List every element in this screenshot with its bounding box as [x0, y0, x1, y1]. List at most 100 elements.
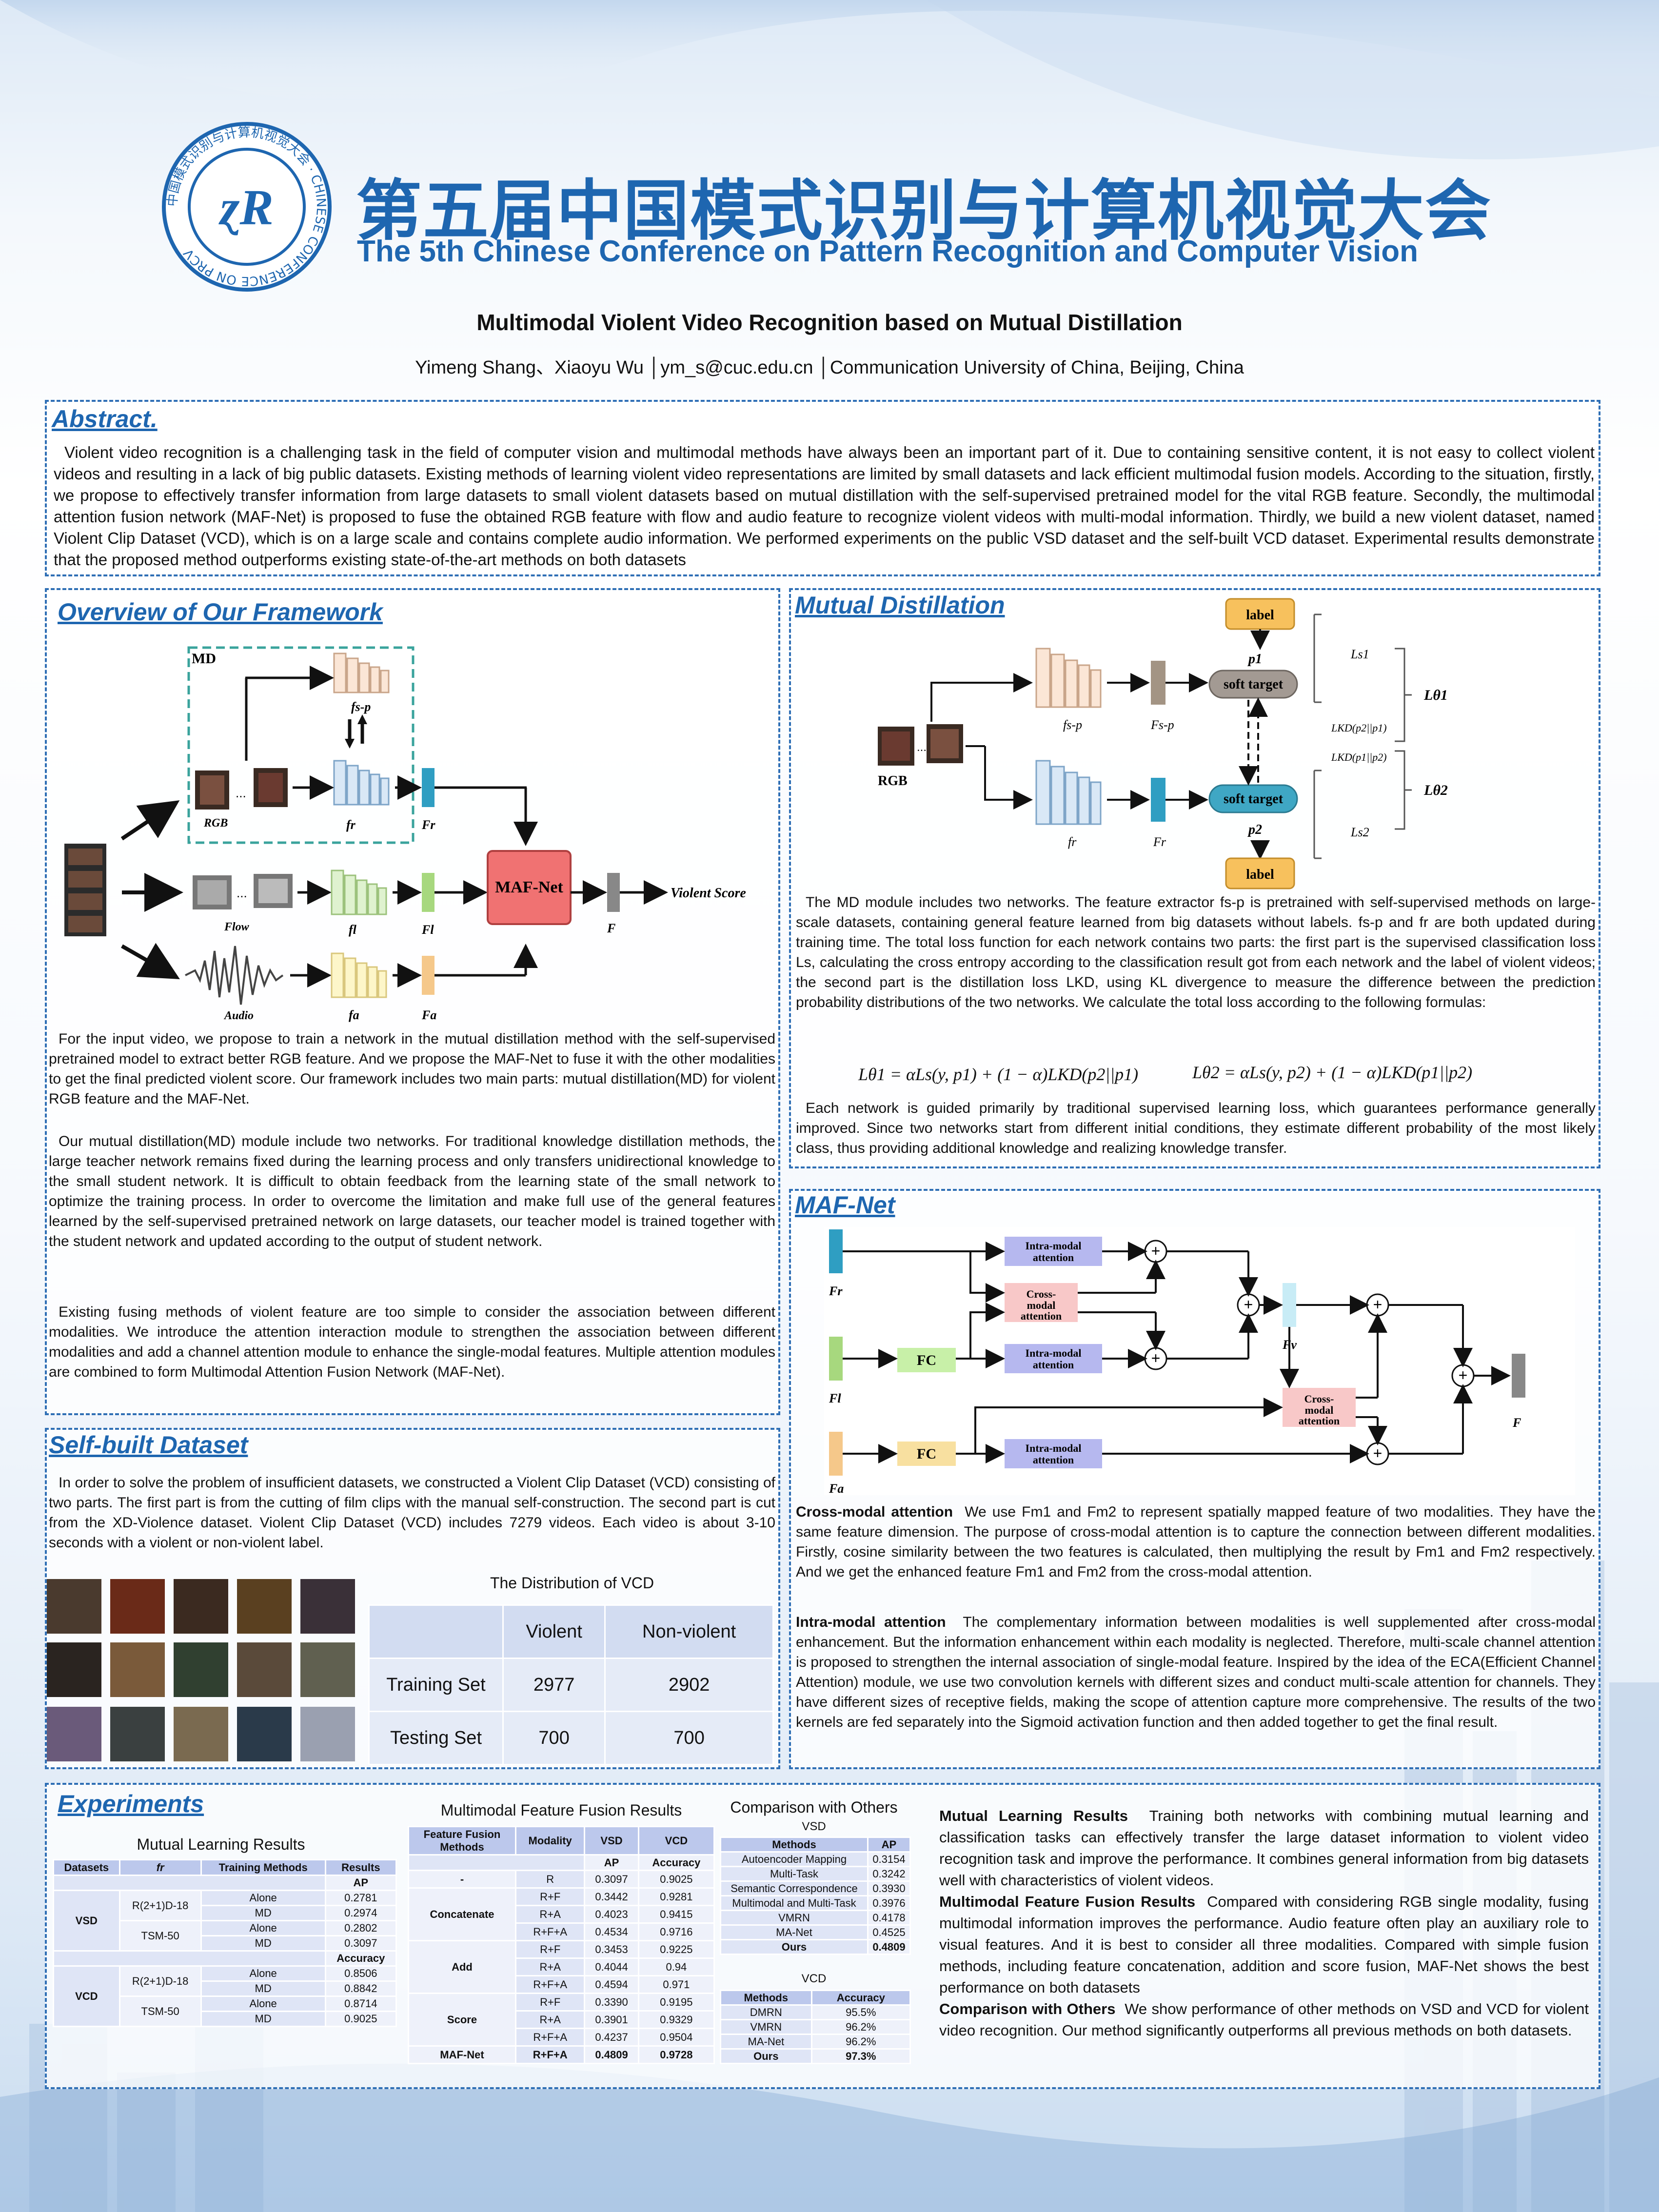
conference-logo: 中国模式识别与计算机视觉大会 · CHINESE CONFERENCE ON P…	[161, 121, 333, 293]
abstract-title: Abstract.	[52, 405, 158, 433]
svg-text:Cross-: Cross-	[1027, 1288, 1056, 1300]
conference-title-cn: 第五届中国模式识别与计算机视觉大会	[356, 173, 1492, 249]
svg-text:attention: attention	[1033, 1359, 1074, 1371]
svg-text:fs-p: fs-p	[1063, 718, 1082, 732]
abstract-text: Violent video recognition is a challengi…	[54, 443, 1595, 569]
results-text: Mutual Learning Results Training both ne…	[939, 1805, 1589, 2041]
dist-table-title: The Distribution of VCD	[490, 1574, 654, 1592]
svg-text:RGB: RGB	[878, 773, 908, 789]
svg-text:Fa: Fa	[829, 1481, 844, 1495]
svg-text:Audio: Audio	[223, 1009, 254, 1022]
audio-waveform	[185, 946, 284, 1005]
intra-attn-flow	[1005, 1344, 1102, 1373]
md-Fr-feature	[1151, 778, 1165, 822]
svg-text:...: ...	[237, 886, 247, 900]
Fsp-feature	[1151, 661, 1165, 705]
experiments-title: Experiments	[58, 1790, 204, 1817]
conference-title-en: The 5th Chinese Conference on Pattern Re…	[357, 235, 1418, 268]
svg-text:MAF-Net: MAF-Net	[495, 878, 563, 896]
intra-body: The complementary information between mo…	[796, 1614, 1596, 1730]
svg-text:Violent Score: Violent Score	[671, 886, 746, 901]
svg-text:RGB: RGB	[203, 817, 228, 830]
svg-text:attention: attention	[1299, 1415, 1340, 1427]
svg-text:attention: attention	[1033, 1454, 1074, 1466]
svg-text:Intra-modal: Intra-modal	[1026, 1442, 1082, 1454]
maf-F	[1512, 1354, 1525, 1398]
F-feature	[607, 873, 620, 912]
overview-p3: Existing fusing methods of violent featu…	[49, 1304, 775, 1380]
svg-text:FC: FC	[917, 1352, 936, 1368]
svg-text:Lθ1: Lθ1	[1423, 687, 1448, 703]
md-fr-stack	[1035, 760, 1102, 825]
svg-text:Lθ2: Lθ2	[1423, 782, 1448, 798]
md-label: MD	[192, 651, 216, 667]
cross-attn-2	[1283, 1388, 1356, 1427]
Fa-feature	[422, 956, 434, 995]
cmp-vcd-label: VCD	[801, 1972, 827, 1985]
svg-text:+: +	[1459, 1366, 1468, 1384]
mutual-distillation-diagram: label p1 soft target soft target p2 labe…	[878, 598, 1448, 889]
cross-heading: Cross-modal attention	[796, 1504, 953, 1520]
svg-text:Fl: Fl	[421, 923, 434, 937]
svg-text:Ls1: Ls1	[1350, 647, 1369, 661]
svg-text:+: +	[1373, 1296, 1382, 1313]
svg-text:Fr: Fr	[829, 1284, 843, 1298]
svg-text:soft target: soft target	[1224, 791, 1284, 807]
svg-text:fl: fl	[349, 923, 357, 937]
maf-Fv	[1283, 1283, 1296, 1327]
md-p1: The MD module includes two networks. The…	[796, 894, 1596, 1010]
fa-feature-stack	[331, 952, 387, 998]
intra-heading: Intra-modal attention	[796, 1614, 946, 1630]
svg-text:F: F	[607, 921, 615, 935]
fr-feature-stack	[333, 760, 390, 806]
Fl-feature	[422, 873, 434, 912]
svg-text:FC: FC	[917, 1446, 936, 1462]
cmp-vsd-label: VSD	[802, 1820, 826, 1833]
svg-text:label: label	[1246, 608, 1274, 623]
Fr-feature	[422, 768, 434, 807]
maf-Fr	[829, 1229, 843, 1273]
overview-p1: For the input video, we propose to train…	[49, 1031, 775, 1107]
r2-heading: Multimodal Feature Fusion Results	[939, 1893, 1196, 1910]
cross-attn-1	[1005, 1283, 1078, 1322]
svg-text:+: +	[1244, 1296, 1253, 1313]
svg-text:fs-p: fs-p	[351, 700, 371, 714]
ff-table-title: Multimodal Feature Fusion Results	[440, 1801, 682, 1819]
svg-text:ɀR: ɀR	[218, 179, 274, 236]
md-dashed-box	[187, 646, 415, 844]
svg-text:Fa: Fa	[421, 1008, 436, 1022]
formula-2: Lθ2 = αLs(y, p2) + (1 − α)LKD(p1||p2)	[1192, 1063, 1473, 1082]
svg-text:Fs-p: Fs-p	[1150, 718, 1174, 732]
formula-1: Lθ1 = αLs(y, p1) + (1 − α)LKD(p2||p1)	[858, 1065, 1139, 1084]
ml-table-title: Mutual Learning Results	[137, 1836, 305, 1853]
svg-text:Cross-: Cross-	[1304, 1393, 1334, 1405]
cross-body: We use Fm1 and Fm2 to represent spatiall…	[796, 1504, 1596, 1580]
svg-text:attention: attention	[1033, 1251, 1074, 1264]
svg-text:LKD(p2||p1): LKD(p2||p1)	[1331, 722, 1387, 734]
dataset-title: Self-built Dataset	[49, 1431, 248, 1459]
r1-body: Training both networks with combining mu…	[939, 1807, 1589, 1889]
svg-text:p1: p1	[1247, 652, 1262, 667]
svg-text:fa: fa	[349, 1008, 359, 1022]
dataset-text: In order to solve the problem of insuffi…	[49, 1475, 775, 1551]
r3-body: We show performance of other methods on …	[939, 2000, 1589, 2039]
framework-diagram: MD ... RGB fs-p fr Fr ... Flow fl Fl Aud…	[64, 646, 746, 1022]
maf-net-block	[487, 850, 572, 925]
fl-feature-stack	[331, 869, 387, 915]
overview-p2: Our mutual distillation(MD) module inclu…	[49, 1133, 775, 1249]
svg-text:label: label	[1246, 867, 1274, 882]
svg-text:...: ...	[236, 786, 246, 800]
fc-flow	[897, 1348, 956, 1372]
svg-text:Intra-modal: Intra-modal	[1026, 1347, 1082, 1359]
paper-authors: Yimeng Shang、Xiaoyu Wu │ym_s@cuc.edu.cn …	[415, 357, 1244, 378]
r3-heading: Comparison with Others	[939, 2000, 1116, 2017]
md-title: Mutual Distillation	[795, 592, 1005, 619]
maf-cross-text: Cross-modal attention We use Fm1 and Fm2…	[796, 1502, 1596, 1582]
svg-text:Fr: Fr	[421, 818, 435, 832]
fsp-feature-stack	[333, 652, 390, 693]
